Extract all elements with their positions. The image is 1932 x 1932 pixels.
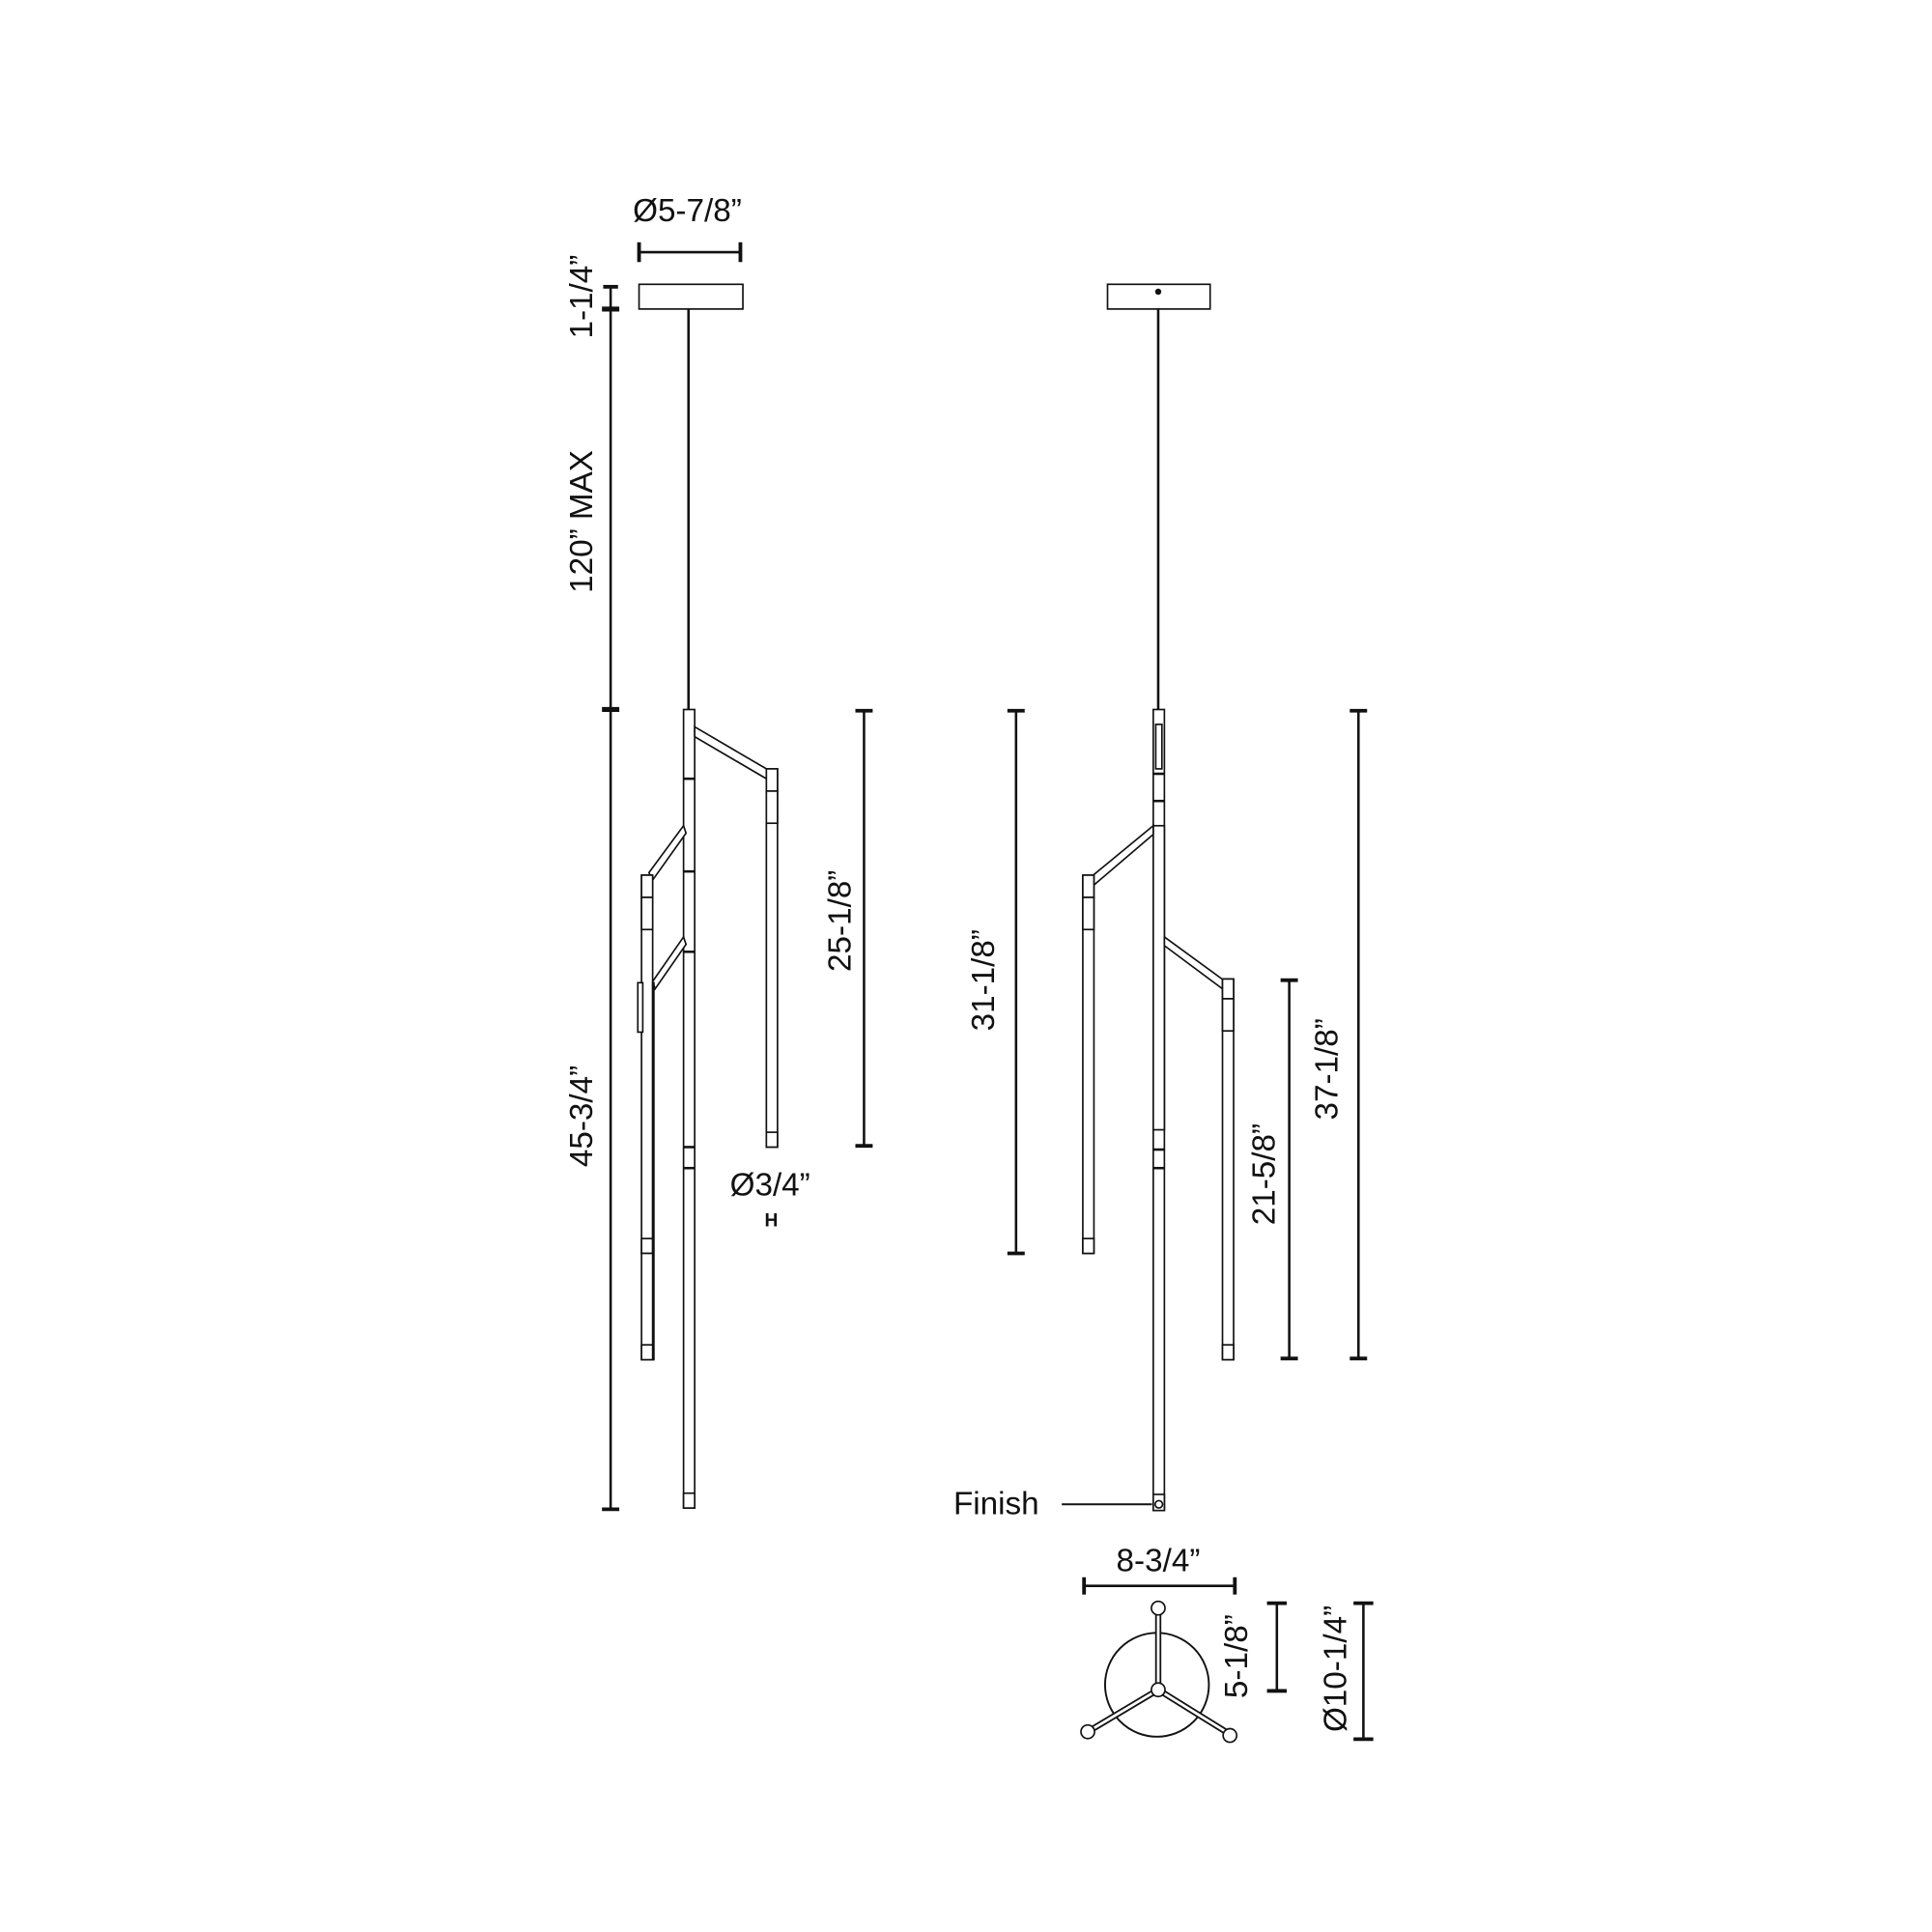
right-arm: [694, 724, 779, 1149]
canopy: [638, 283, 744, 310]
top-width-dimension-line: [1082, 1577, 1237, 1595]
height-dimension-line: [602, 284, 620, 1512]
right-arm-dimension-line: [1280, 978, 1298, 1361]
canopy: [1106, 283, 1211, 310]
canopy-diameter-label: Ø5-7/8”: [633, 193, 742, 229]
canopy-height-label: 1-1/4”: [564, 255, 600, 339]
canopy-width-dimension-line: [637, 242, 743, 263]
main-stem: [682, 708, 696, 1509]
cord-length-label: 120” MAX: [564, 450, 600, 593]
overall-arm-length-label: 37-1/8”: [1310, 1018, 1346, 1120]
finish-label: Finish: [953, 1486, 1039, 1521]
right-arm: [1163, 935, 1235, 1361]
fixture-height-label: 45-3/4”: [564, 1065, 600, 1167]
left-arm: [1082, 824, 1154, 1255]
short-arm-length-label: 25-1/8”: [822, 870, 858, 972]
top-width-label: 8-3/4”: [1117, 1543, 1201, 1578]
short-arm-dimension-line: [855, 708, 873, 1149]
arm-layout: [1080, 1600, 1238, 1744]
right-arm-length-label: 21-5/8”: [1246, 1123, 1282, 1225]
overall-dimension-line: [1350, 708, 1368, 1361]
left-arm-dimension-line: [1007, 708, 1025, 1256]
top-view: 8-3/4” 5-1/8” Ø10-1/4”: [1080, 1543, 1374, 1744]
rod-diameter-note: H: [765, 1210, 779, 1231]
left-arm-lower: [637, 935, 688, 1361]
top-depth-dimension-line: [1266, 1601, 1288, 1693]
front-view: 31-1/8” 21-5/8” 37-1/8” Finish: [953, 283, 1368, 1521]
top-depth-label: 5-1/8”: [1219, 1614, 1255, 1698]
canopy-screw-icon: [1154, 288, 1162, 296]
top-diameter-dimension-line: [1353, 1601, 1374, 1742]
rod-diameter-label: Ø3/4”: [730, 1167, 810, 1203]
left-arm-upper: [640, 823, 688, 1255]
main-stem: [1152, 708, 1166, 1512]
left-arm-length-label: 31-1/8”: [966, 929, 1002, 1031]
top-diameter-label: Ø10-1/4”: [1318, 1605, 1353, 1732]
side-view: Ø5-7/8” 1-1/4” 120” MAX 45-3/4”: [564, 193, 873, 1512]
